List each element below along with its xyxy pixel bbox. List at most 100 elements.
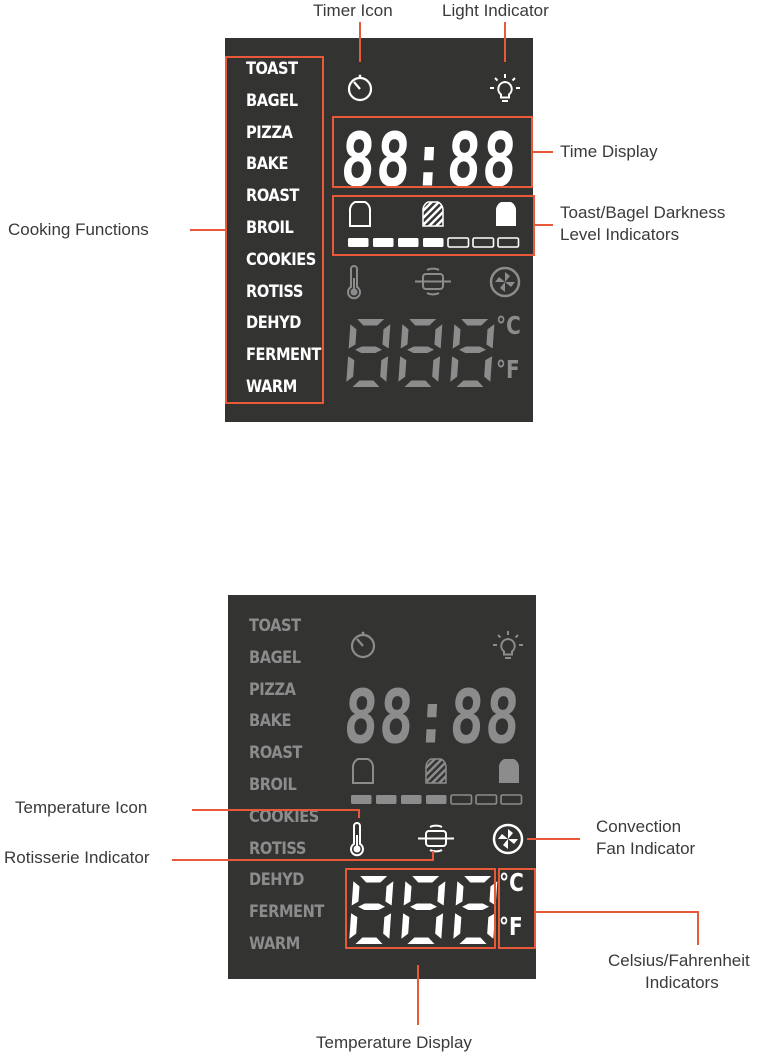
callout-darkness-line1: Toast/Bagel Darkness [560, 203, 726, 222]
leader-line [527, 838, 580, 840]
segment [462, 903, 490, 910]
toast-medium-icon [425, 758, 447, 784]
function-label-dehyd: DEHYD [249, 870, 304, 891]
segment [487, 913, 496, 939]
seven-segment-digit [401, 876, 446, 944]
darkness-level-bar [348, 237, 520, 248]
callout-cf-line1: Celsius/Fahrenheit [608, 951, 750, 970]
segment [357, 319, 385, 326]
callout-convection-line2: Fan Indicator [596, 839, 696, 858]
function-label-broil: BROIL [249, 775, 297, 795]
temperature-display-highlight [345, 868, 496, 949]
callout-cooking-functions: Cooking Functions [8, 220, 149, 239]
segment [407, 937, 435, 944]
function-label-warm: WARM [249, 934, 300, 954]
segment [404, 380, 432, 387]
time-display-highlight [332, 116, 533, 188]
segment [352, 380, 380, 387]
seven-segment-digit [346, 319, 391, 387]
segment [383, 913, 392, 939]
darkness-level-5 [450, 794, 473, 805]
segment [409, 319, 437, 326]
toast-light-icon [348, 201, 372, 227]
darkness-level-4 [423, 238, 444, 247]
callout-temperature-display: Temperature Display [316, 1033, 472, 1052]
function-label-pizza: PIZZA [249, 679, 296, 700]
light-bulb-icon [493, 631, 523, 659]
darkness-level-6 [475, 794, 498, 805]
segment [348, 324, 357, 349]
callout-darkness-line2: Level Indicators [560, 225, 680, 244]
rotisserie-icon [415, 267, 451, 296]
rotisserie-icon [418, 824, 454, 853]
darkness-indicator-highlight [332, 195, 535, 256]
light-bulb-icon [490, 74, 520, 102]
segment [464, 876, 492, 883]
darkness-level-1 [351, 795, 372, 804]
function-label-cookies: COOKIES [246, 249, 316, 270]
segment [461, 319, 489, 326]
function-label-bagel: BAGEL [249, 647, 301, 668]
segment [486, 324, 495, 349]
function-label-ferment: FERMENT [249, 902, 324, 923]
darkness-level-4 [426, 795, 447, 804]
seven-segment-digit [349, 876, 394, 944]
segment [380, 356, 389, 382]
callout-light-indicator: Light Indicator [442, 1, 549, 20]
timer-icon [347, 74, 373, 102]
function-label-roast: ROAST [246, 186, 299, 207]
segment [452, 324, 461, 349]
thermometer-icon [350, 822, 364, 857]
seven-segment-digit [398, 319, 443, 387]
leader-line [536, 911, 699, 913]
leader-line [359, 22, 361, 62]
callout-timer-icon: Timer Icon [313, 1, 393, 20]
seven-segment-digit [450, 319, 495, 387]
fahrenheit-indicator: °F [498, 912, 523, 941]
darkness-level-2 [376, 795, 397, 804]
cooking-functions-highlight [225, 56, 324, 404]
callout-time-display: Time Display [560, 142, 658, 161]
segment [407, 346, 435, 353]
leader-line [504, 22, 506, 62]
segment [400, 324, 409, 349]
leader-line [358, 809, 360, 818]
celsius-indicator: °C [499, 868, 524, 897]
leader-line [533, 151, 553, 153]
function-label-roast: ROAST [249, 743, 302, 764]
toast-dark-icon [498, 759, 520, 783]
function-label-rotiss: ROTISS [249, 838, 306, 859]
segment [355, 346, 383, 353]
segment [435, 913, 444, 939]
darkness-level-3 [401, 795, 422, 804]
segment [434, 324, 443, 349]
darkness-level-bar [351, 794, 523, 805]
celsius-fahrenheit-highlight [498, 868, 536, 949]
segment [455, 881, 464, 906]
function-label-rotiss: ROTISS [246, 281, 303, 302]
function-label-toast: TOAST [246, 59, 298, 79]
segment [358, 903, 386, 910]
segment [432, 356, 441, 382]
thermometer-icon [347, 265, 361, 300]
function-label-pizza: PIZZA [246, 122, 293, 143]
function-label-warm: WARM [246, 377, 297, 397]
segment [459, 346, 487, 353]
seven-segment-digit [453, 876, 498, 944]
convection-fan-icon [489, 266, 521, 298]
darkness-level-5 [447, 237, 470, 248]
segment [437, 881, 446, 906]
toast-medium-icon [422, 201, 444, 227]
darkness-level-1 [348, 238, 369, 247]
darkness-level-7 [500, 794, 523, 805]
darkness-level-6 [472, 237, 495, 248]
segment [349, 913, 358, 939]
function-label-ferment: FERMENT [246, 345, 321, 366]
toast-dark-icon [495, 202, 517, 226]
segment [351, 881, 360, 906]
segment [484, 356, 493, 382]
segment [401, 913, 410, 939]
function-label-bagel: BAGEL [246, 90, 298, 111]
